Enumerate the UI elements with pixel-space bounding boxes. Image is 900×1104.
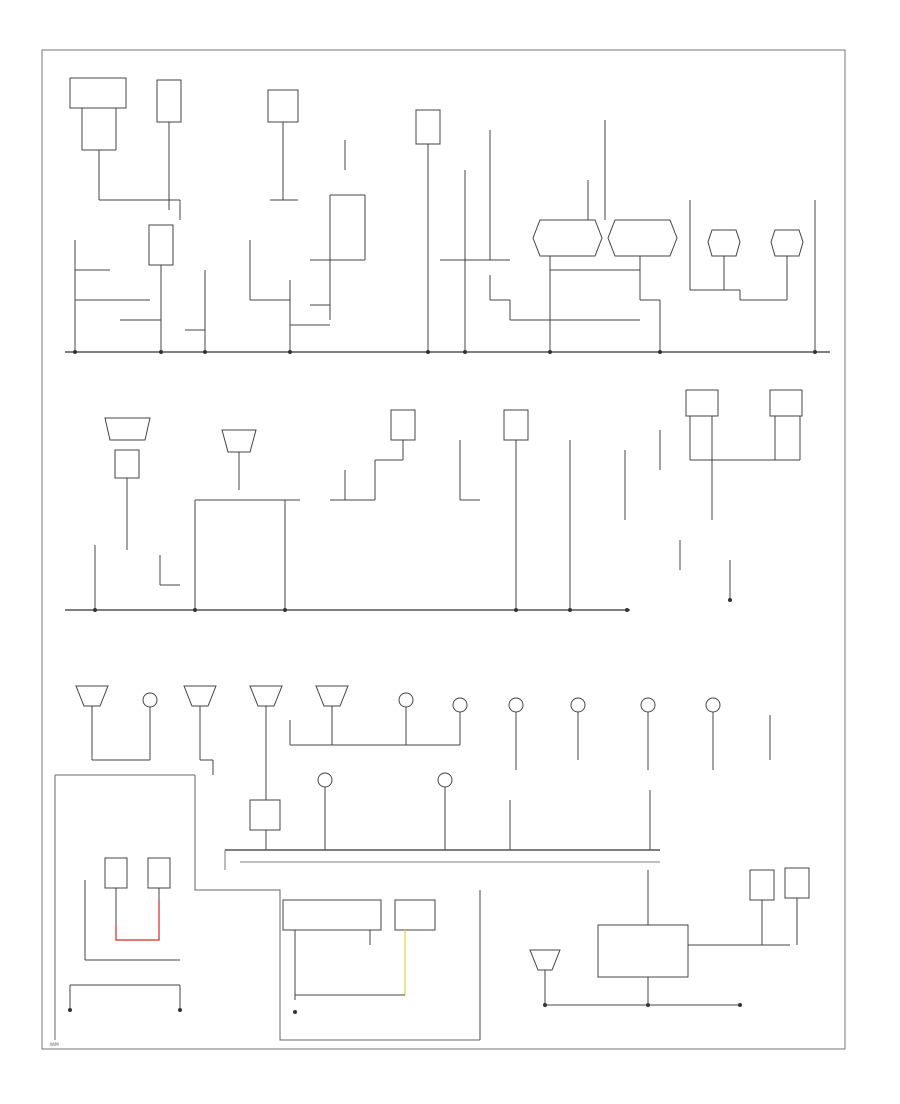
section-1	[65, 77, 830, 354]
wire-red	[115, 900, 160, 941]
diagram-frame	[41, 49, 846, 1050]
component-s2-5	[503, 409, 529, 441]
component-switch-block	[267, 89, 299, 123]
connector-hex-1	[532, 219, 603, 257]
component-module-1	[415, 109, 441, 145]
lamp-5	[570, 697, 586, 713]
component-s2-3	[221, 429, 257, 453]
component-sensor-1	[148, 224, 174, 266]
component-lower-center	[282, 899, 382, 931]
lamp-9	[437, 772, 453, 788]
lamp-1	[142, 692, 158, 708]
connector-right-1	[707, 229, 741, 257]
component-relay-1	[156, 79, 182, 123]
component-lower-center-2	[394, 899, 436, 931]
lamp-6	[640, 697, 656, 713]
lamp-4	[508, 697, 524, 713]
connector-hex-2	[607, 219, 678, 257]
component-lower-socket	[529, 949, 561, 971]
lamp-8	[317, 772, 333, 788]
relay-lower-2	[147, 857, 171, 889]
relay-lower-1	[104, 857, 128, 889]
component-s2-7	[769, 389, 803, 417]
lamp-7	[705, 697, 721, 713]
footer-code: W/M	[50, 1042, 59, 1047]
lamp-2	[398, 692, 414, 708]
component-s3-1	[249, 799, 281, 831]
component-s2-1	[104, 417, 151, 441]
section-3	[54, 685, 810, 1041]
section-2	[65, 389, 803, 612]
lamp-socket-3	[249, 685, 283, 707]
component-s2-6	[685, 389, 719, 417]
connector-right-2	[770, 229, 804, 257]
lamp-3	[452, 697, 468, 713]
component-lower-right	[597, 924, 689, 978]
lamp-socket-2	[183, 685, 217, 707]
component-lower-right-2	[749, 869, 775, 901]
lamp-socket-4	[315, 685, 349, 707]
component-s2-4	[390, 409, 416, 441]
component-lower-right-3	[784, 867, 810, 899]
component-s2-2	[114, 449, 140, 479]
lamp-socket-1	[75, 685, 109, 707]
component-top-left	[69, 77, 127, 109]
